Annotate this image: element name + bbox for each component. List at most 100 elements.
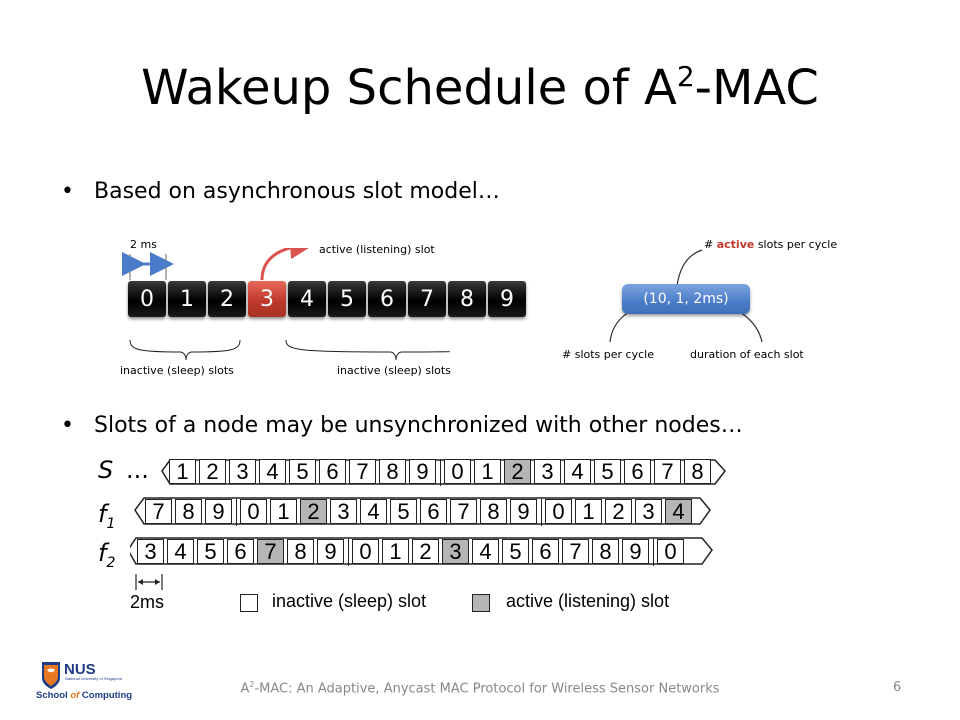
f1-sub: 1 [106, 515, 116, 532]
timeline-slot: 0 [352, 539, 379, 564]
timeline-slot: 1 [382, 539, 409, 564]
timeline-slot: 9 [409, 459, 436, 484]
left-brace-icon [129, 339, 241, 361]
timeline-slot: 5 [289, 459, 316, 484]
timeline-slot: 6 [532, 539, 559, 564]
scale-arrow-icon [135, 574, 163, 590]
legend-active-label: active (listening) slot [506, 591, 670, 611]
row-s-frame [161, 459, 726, 485]
timeline-slot: 9 [205, 499, 232, 524]
timeline-slot: 7 [145, 499, 172, 524]
cycle-separator [652, 539, 657, 566]
bullet-2: • Slots of a node may be unsynchronized … [61, 412, 743, 440]
timeline-slot: 2 [605, 499, 632, 524]
logo-sub-text: National University of Singapore [65, 676, 123, 681]
slot-bar: 0 1 2 3 4 5 6 7 8 9 [128, 281, 526, 317]
timeline-slot: 4 [167, 539, 194, 564]
footer-prefix: A [240, 681, 250, 697]
cycle-separator [235, 499, 240, 526]
slot-7: 7 [408, 281, 446, 317]
timeline-slot-active: 4 [665, 499, 692, 524]
timeline-slot-active: 2 [504, 459, 531, 484]
title-prefix: Wakeup Schedule of A [141, 60, 677, 116]
timeline-slot: 4 [472, 539, 499, 564]
timeline-slot: 5 [502, 539, 529, 564]
f2-sub: 2 [106, 554, 116, 571]
cycle-separator [540, 499, 545, 526]
timeline-slot: 5 [390, 499, 417, 524]
timeline-slot: 7 [450, 499, 477, 524]
timeline-slot-active: 3 [442, 539, 469, 564]
slot-9: 9 [488, 281, 526, 317]
timeline-slot: 4 [259, 459, 286, 484]
timeline-slot: 0 [444, 459, 471, 484]
inactive-label-right: inactive (sleep) slots [337, 364, 451, 377]
row-f2-frame [130, 537, 713, 565]
tuple-top-connector-icon [676, 249, 703, 287]
slot-1: 1 [168, 281, 206, 317]
timeline-slot: 5 [197, 539, 224, 564]
timeline-slot: 5 [594, 459, 621, 484]
scale-label: 2ms [130, 592, 165, 612]
top-label-prefix: # [704, 238, 717, 251]
active-slot-label: active (listening) slot [319, 243, 435, 256]
timeline-slot: 9 [510, 499, 537, 524]
bullet-dot-icon: • [61, 179, 74, 204]
footer-sup: 2 [249, 680, 255, 689]
bullet-1-text: Based on asynchronous slot model… [94, 179, 500, 204]
nus-logo-icon: NUS National University of Singapore Sch… [36, 661, 132, 701]
timeline-label-f2: f2 [98, 539, 115, 571]
timeline-slot: 3 [534, 459, 561, 484]
title-suffix: -MAC [694, 60, 819, 116]
legend-active-swatch [472, 594, 490, 612]
slot-duration-label: 2 ms [130, 238, 157, 251]
timeline-slot: 3 [635, 499, 662, 524]
timeline-slot: 3 [330, 499, 357, 524]
timeline-label-s: S [98, 456, 114, 484]
timeline-slot: 7 [562, 539, 589, 564]
timeline-frames [130, 459, 726, 565]
timeline-slot: 0 [545, 499, 572, 524]
cycle-separator [439, 459, 444, 486]
timeline-slot: 8 [480, 499, 507, 524]
timeline-slot: 8 [592, 539, 619, 564]
timeline-slot: 9 [317, 539, 344, 564]
top-label-highlight: active [716, 238, 755, 251]
footer-suffix: -MAC: An Adaptive, Anycast MAC Protocol … [254, 681, 720, 697]
timeline-slot: 2 [199, 459, 226, 484]
active-slots-per-cycle-label: # active slots per cycle [704, 238, 837, 251]
slot-5: 5 [328, 281, 366, 317]
timeline-slot: 8 [684, 459, 711, 484]
cycle-separator [347, 539, 352, 566]
timeline-label-f1: f1 [98, 500, 115, 532]
slide-footer: A2-MAC: An Adaptive, Anycast MAC Protoco… [160, 680, 800, 696]
active-slot-arrow-icon [260, 248, 314, 281]
timeline-slot: 6 [227, 539, 254, 564]
timeline-slot-active: 2 [300, 499, 327, 524]
f2-label: f [98, 539, 107, 567]
row-f1-frame [134, 497, 711, 525]
timeline-slot: 0 [657, 539, 684, 564]
page-number: 6 [893, 680, 902, 695]
top-label-suffix: slots per cycle [754, 238, 838, 251]
timeline-slot: 2 [412, 539, 439, 564]
title-sup: 2 [676, 60, 695, 93]
timeline-slot: 9 [622, 539, 649, 564]
timeline-slot-active: 7 [257, 539, 284, 564]
timeline-slot: 8 [175, 499, 202, 524]
timeline-slot: 0 [240, 499, 267, 524]
slot-diagram-annotations [122, 248, 450, 361]
timeline-slot: 8 [379, 459, 406, 484]
timeline-slot: 7 [654, 459, 681, 484]
duration-each-slot-label: duration of each slot [690, 348, 804, 361]
bullet-dot-icon: • [61, 413, 74, 438]
bullet-2-text: Slots of a node may be unsynchronized wi… [94, 413, 743, 438]
logo-school-text: School of Computing [36, 690, 132, 701]
slots-per-cycle-label: # slots per cycle [562, 348, 654, 361]
logo-nus-text: NUS [64, 661, 96, 678]
tuple-value: (10, 1, 2ms) [622, 284, 750, 314]
timeline-slot: 1 [270, 499, 297, 524]
timeline-slot: 6 [624, 459, 651, 484]
slide-title: Wakeup Schedule of A2-MAC [0, 58, 960, 118]
slot-0: 0 [128, 281, 166, 317]
